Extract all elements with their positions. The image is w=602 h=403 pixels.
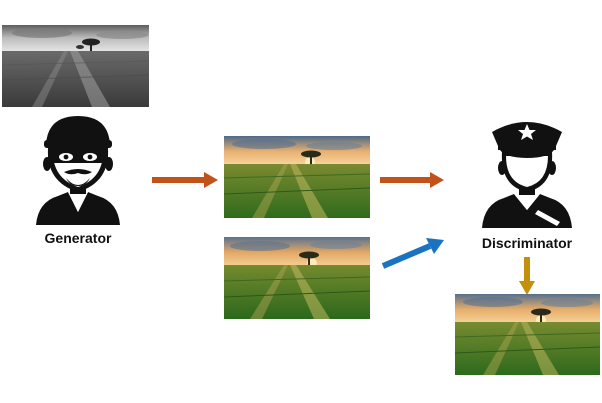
police-officer-icon <box>478 112 576 230</box>
generator-label: Generator <box>44 230 112 246</box>
colorized-field-image <box>224 136 370 218</box>
grayscale-field-image <box>2 25 149 107</box>
discriminator-to-output-arrow <box>519 257 535 295</box>
real-field-image <box>224 237 370 319</box>
generated-to-discriminator-arrow <box>380 172 444 188</box>
masked-thief-icon <box>28 112 128 227</box>
real-to-discriminator-arrow <box>380 236 446 270</box>
discriminator-label: Discriminator <box>481 235 573 251</box>
generator-to-generated-arrow <box>152 172 218 188</box>
output-field-image <box>455 294 600 375</box>
